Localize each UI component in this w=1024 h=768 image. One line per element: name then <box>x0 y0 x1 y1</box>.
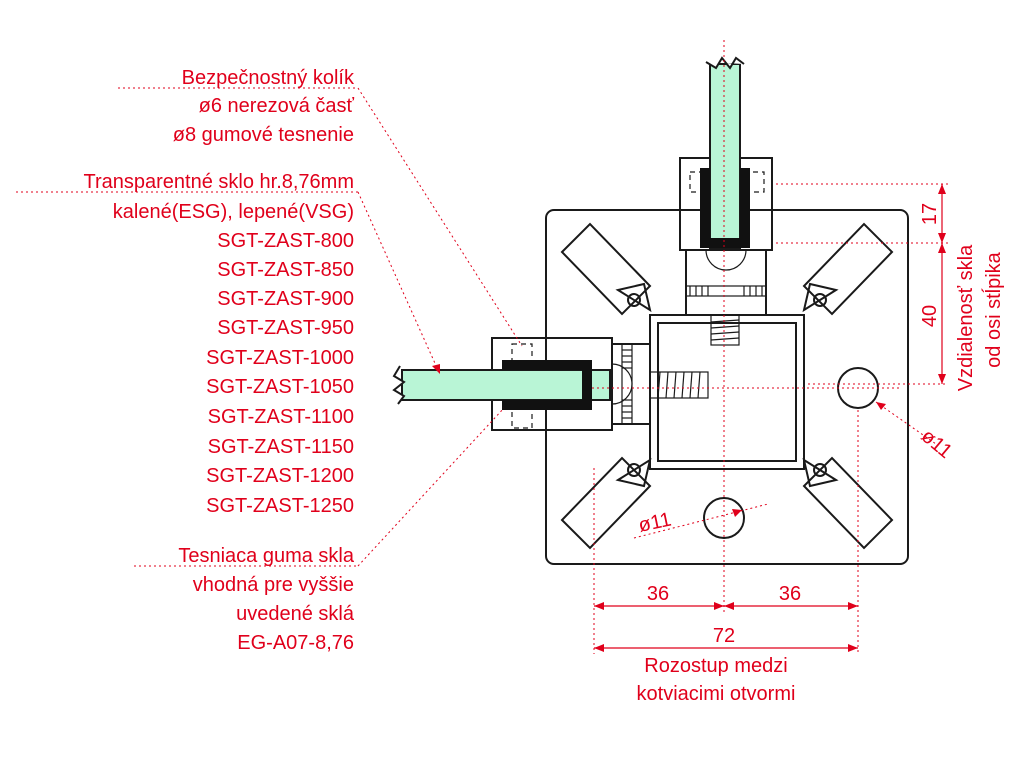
gasket-label-2: vhodná pre vyššie <box>193 574 354 596</box>
glass-pane-top <box>709 63 741 249</box>
model-label: SGT-ZAST-900 <box>217 288 354 310</box>
dim-17-label: 17 <box>919 203 941 225</box>
pin-label-2: ø6 nerezová časť <box>199 95 355 117</box>
pin-label-1: Bezpečnostný kolík <box>182 67 355 89</box>
distance-caption-2: od osi stĺpika <box>981 251 1005 367</box>
model-label: SGT-ZAST-1250 <box>206 495 354 517</box>
model-label: SGT-ZAST-1150 <box>208 436 354 458</box>
model-label: SGT-ZAST-800 <box>217 230 354 252</box>
model-label: SGT-ZAST-1000 <box>206 347 354 369</box>
model-label: SGT-ZAST-950 <box>217 317 354 339</box>
anchor-hole-bottom <box>703 497 745 539</box>
gasket-left <box>502 360 592 410</box>
glass-break-top <box>705 56 745 70</box>
distance-caption-1: Vzdialenosť skla <box>955 244 977 391</box>
glass-break-left <box>392 365 406 405</box>
post-outer <box>649 314 805 470</box>
post-inner <box>657 322 797 462</box>
model-label: SGT-ZAST-1100 <box>208 406 354 428</box>
dim-36-right-label: 36 <box>779 583 801 605</box>
model-label: SGT-ZAST-1200 <box>206 465 354 487</box>
model-label: SGT-ZAST-850 <box>217 259 354 281</box>
spacing-caption-2: kotviacimi otvormi <box>637 683 796 705</box>
dim-36-left-label: 36 <box>647 583 669 605</box>
glass-label-2: kalené(ESG), lepené(VSG) <box>113 201 354 223</box>
gasket-top <box>700 168 750 248</box>
dim-72-label: 72 <box>713 625 735 647</box>
gasket-label-1: Tesniaca guma skla <box>178 545 355 567</box>
gasket-label-3: uvedené sklá <box>236 603 355 625</box>
hole-right-label: ø11 <box>917 425 956 463</box>
spacing-caption-1: Rozostup medzi <box>644 655 787 677</box>
glass-pane-left <box>401 369 611 401</box>
hole-bottom-label: ø11 <box>636 509 673 537</box>
glass-label-1: Transparentné sklo hr.8,76mm <box>84 171 355 193</box>
model-label: SGT-ZAST-1050 <box>206 376 354 398</box>
pin-label-3: ø8 gumové tesnenie <box>173 124 354 146</box>
dim-40-label: 40 <box>919 305 941 327</box>
diagonal-arms <box>560 222 894 550</box>
gasket-label-4: EG-A07-8,76 <box>237 632 354 654</box>
